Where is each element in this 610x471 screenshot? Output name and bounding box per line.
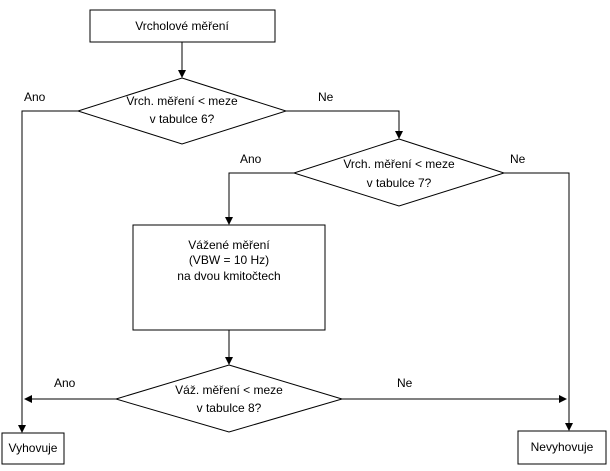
edge-weighted-to-decision3 bbox=[225, 330, 233, 365]
edge-decision3-no: Ne bbox=[342, 376, 567, 403]
pass-node: Vyhovuje bbox=[1, 432, 65, 465]
pass-label: Vyhovuje bbox=[9, 441, 58, 455]
decision2-line1: Vrch. měření < meze bbox=[343, 157, 455, 171]
decision3-no-label: Ne bbox=[397, 376, 413, 390]
decision3-node: Váž. měření < meze v tabulce 8? bbox=[114, 364, 344, 433]
weighted-line3: na dvou kmitočtech bbox=[177, 269, 280, 283]
decision3-line1: Váž. měření < meze bbox=[175, 383, 283, 397]
edge-start-to-decision1 bbox=[178, 42, 186, 78]
decision1-line1: Vrch. měření < meze bbox=[126, 94, 238, 108]
decision2-line2: v tabulce 7? bbox=[367, 176, 432, 190]
fail-node: Nevyhovuje bbox=[517, 430, 607, 465]
weighted-line2: (VBW = 10 Hz) bbox=[189, 253, 269, 267]
start-label: Vrcholové měření bbox=[135, 19, 229, 33]
decision1-node: Vrch. měření < meze v tabulce 6? bbox=[76, 77, 288, 145]
decision1-no-label: Ne bbox=[318, 90, 334, 104]
decision3-line2: v tabulce 8? bbox=[197, 401, 262, 415]
edge-decision1-no: Ne bbox=[286, 90, 403, 139]
decision2-no-label: Ne bbox=[510, 152, 526, 166]
edge-decision1-yes: Ano bbox=[18, 90, 78, 433]
weighted-line1: Vážené měření bbox=[188, 238, 270, 252]
edge-decision3-yes: Ano bbox=[24, 376, 116, 403]
weighted-measurement-node: Vážené měření (VBW = 10 Hz) na dvou kmit… bbox=[132, 224, 326, 331]
decision2-yes-label: Ano bbox=[240, 152, 262, 166]
edge-decision2-yes: Ano bbox=[225, 152, 294, 225]
decision2-node: Vrch. měření < meze v tabulce 7? bbox=[292, 138, 506, 207]
start-node: Vrcholové měření bbox=[89, 9, 276, 43]
decision1-yes-label: Ano bbox=[24, 90, 46, 104]
decision3-yes-label: Ano bbox=[54, 376, 76, 390]
fail-label: Nevyhovuje bbox=[531, 440, 594, 454]
decision1-line2: v tabulce 6? bbox=[150, 112, 215, 126]
edge-decision2-no: Ne bbox=[504, 152, 573, 431]
